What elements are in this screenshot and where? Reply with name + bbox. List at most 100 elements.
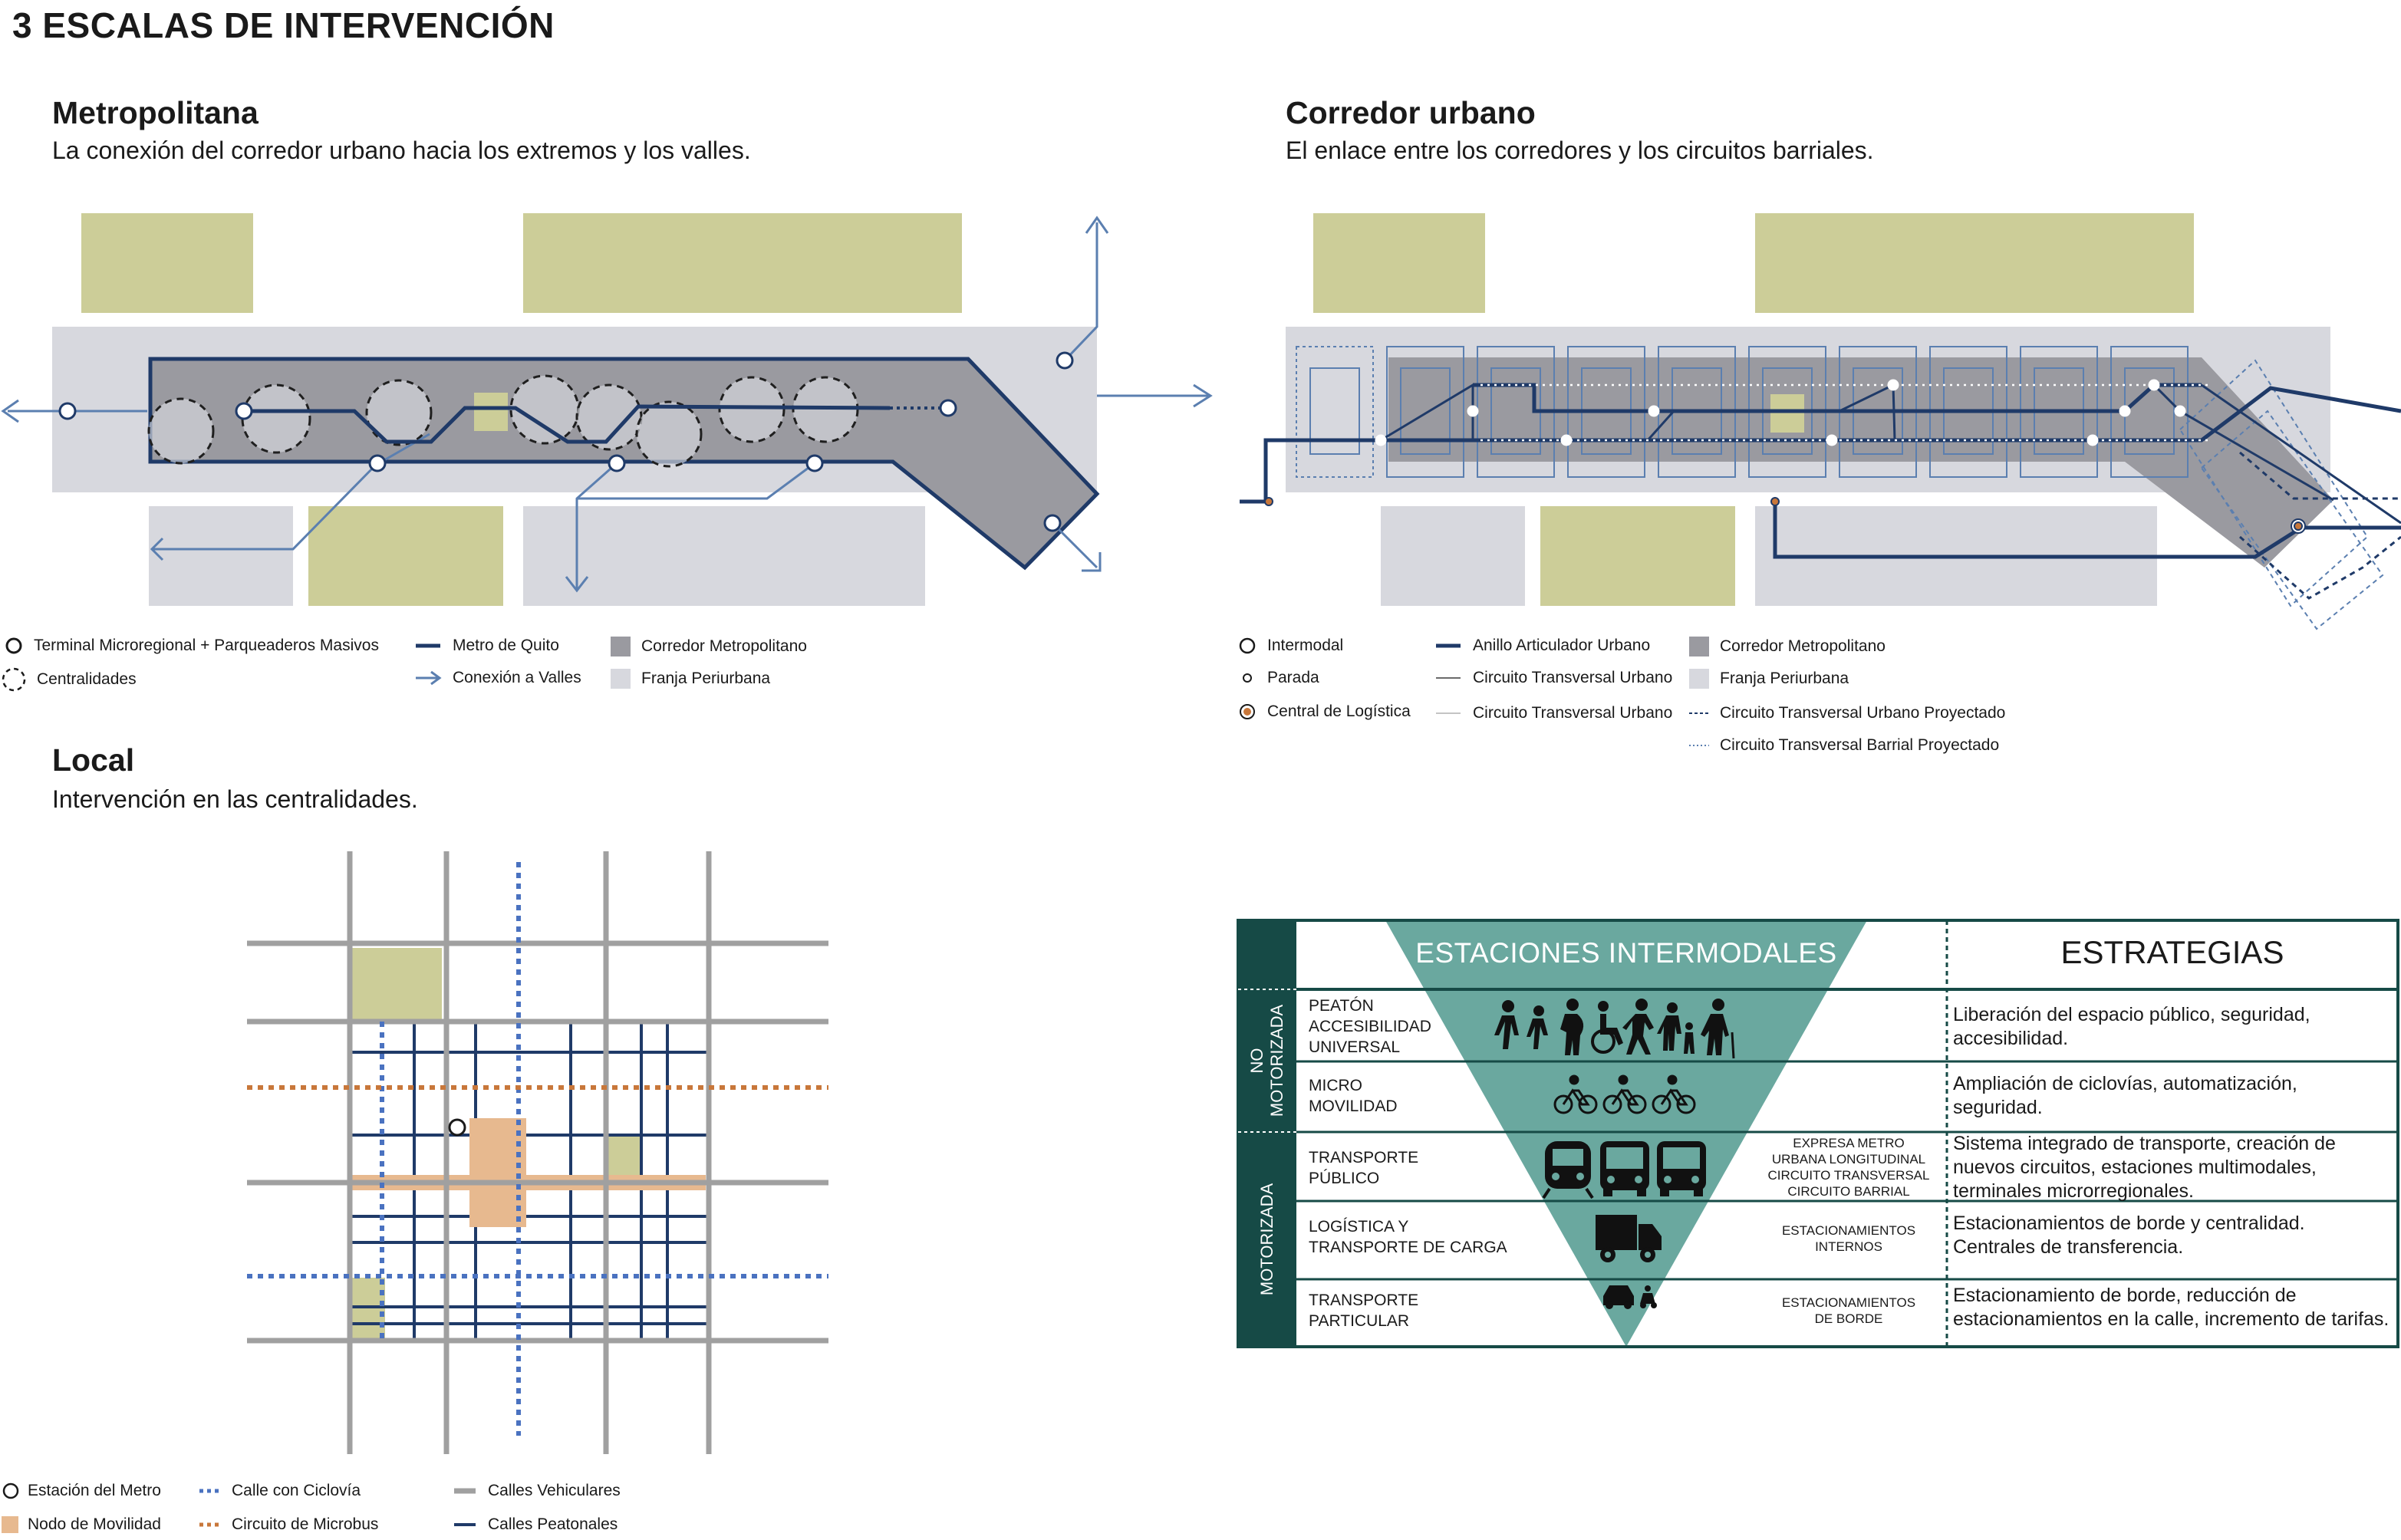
strategy-line: seguridad. — [1953, 1097, 2043, 1118]
legend-label: Corredor Metropolitano — [641, 637, 807, 655]
corredor-diagram — [1240, 213, 2401, 630]
transit-icons — [1542, 1141, 1706, 1199]
green-area — [308, 506, 503, 606]
vehicular-street-icon — [454, 1488, 476, 1494]
car-icons — [1603, 1285, 1657, 1309]
legend-microbus: Circuito de Microbus — [198, 1515, 378, 1534]
bicycle-icon — [1553, 1074, 1598, 1114]
legend-label: Franja Periurbana — [641, 670, 771, 687]
corredor-subtitle: El enlace entre los corredores y los cir… — [1286, 137, 1874, 164]
legend-label: Circuito Transversal Barrial Proyectado — [1720, 736, 2000, 754]
metropolitana-title: Metropolitana — [52, 95, 259, 130]
strategy-line: terminales microrregionales. — [1953, 1180, 2195, 1202]
parent-child-icon — [1657, 1002, 1695, 1054]
row-label-line: TRANSPORTE — [1309, 1292, 1419, 1309]
legend-label: Calle con Ciclovía — [232, 1482, 361, 1499]
pedestrian-street-icon — [454, 1523, 476, 1526]
table-header-center: ESTACIONES INTERMODALES — [1415, 937, 1837, 969]
strategy-line: Estacionamiento de borde, reducción de — [1953, 1285, 2297, 1306]
group-motorizada: MOTORIZADA — [1238, 1132, 1296, 1347]
mid-line: ESTACIONAMIENTOS — [1781, 1295, 1916, 1310]
row-label-micro: MICRO MOVILIDAD — [1309, 1075, 1398, 1117]
projected-barrial-circuits — [1296, 346, 1374, 478]
motorcycle-icon — [1640, 1285, 1657, 1308]
pedestrian-icons — [1494, 999, 1735, 1059]
legend-valles: Conexión a Valles — [414, 669, 581, 687]
legend-label: Circuito Transversal Urbano Proyectado — [1720, 704, 2006, 722]
metro-station — [448, 1118, 466, 1137]
legend-label: Estación del Metro — [28, 1482, 161, 1499]
strategy-line: Ampliación de ciclovías, automatización, — [1953, 1073, 2297, 1094]
centrality-symbol-icon — [2, 667, 26, 692]
swatch-icon — [611, 637, 631, 656]
centralities — [147, 374, 859, 468]
group-no-motorizada: NO MOTORIZADA — [1238, 989, 1296, 1132]
legend-label: Anillo Articulador Urbano — [1473, 637, 1651, 654]
legend-label: Terminal Microregional + Parqueaderos Ma… — [34, 637, 379, 654]
circuit-line-icon — [1436, 712, 1461, 714]
logistics-centers — [1264, 497, 2306, 534]
strategy-carga: Estacionamientos de borde y centralidad.… — [1953, 1212, 2305, 1259]
green-area — [1313, 213, 1485, 313]
row-label-line: TRANSPORTE DE CARGA — [1309, 1239, 1507, 1256]
green-area — [1770, 394, 1804, 433]
bicycle-icons — [1553, 1074, 1696, 1114]
legend-centralidades: Centralidades — [2, 667, 137, 692]
page-title: 3 ESCALAS DE INTERVENCIÓN — [12, 5, 555, 45]
row-label-line: PARTICULAR — [1309, 1312, 1410, 1330]
walking-child-icon — [1527, 1005, 1548, 1049]
valley-connections — [8, 222, 1208, 591]
car-icon — [1603, 1285, 1634, 1309]
legend-label: Centralidades — [37, 670, 137, 688]
swatch-icon — [1689, 669, 1709, 689]
row-label-line: MICRO — [1309, 1077, 1362, 1094]
legend-barrial-proyectado: Circuito Transversal Barrial Proyectado — [1689, 736, 1999, 755]
green-area — [474, 393, 508, 431]
legend-anillo: Anillo Articulador Urbano — [1434, 637, 1650, 655]
legend-label: Parada — [1267, 669, 1319, 686]
green-area — [1540, 506, 1735, 606]
legend-franja-periurbana: Franja Periurbana — [1689, 669, 1849, 689]
strategy-publico: Sistema integrado de transporte, creació… — [1953, 1132, 2336, 1203]
bus-icon — [1600, 1141, 1649, 1196]
bicycle-icon — [1602, 1074, 1647, 1114]
metropolitana-subtitle: La conexión del corredor urbano hacia lo… — [52, 137, 751, 164]
legend-label: Central de Logística — [1267, 703, 1411, 720]
mid-line: DE BORDE — [1814, 1311, 1883, 1326]
legend-label: Franja Periurbana — [1720, 670, 1849, 687]
group-label: MOTORIZADA — [1267, 1004, 1286, 1117]
mid-line: EXPRESA METRO — [1793, 1136, 1905, 1150]
strategy-line: nuevos circuitos, estaciones multimodale… — [1953, 1157, 2317, 1178]
wheelchair-icon — [1591, 1001, 1623, 1054]
legend-label: Circuito Transversal Urbano — [1473, 669, 1673, 686]
strategy-line: accesibilidad. — [1953, 1028, 2069, 1049]
green-area — [608, 1135, 641, 1181]
legend-label: Nodo de Movilidad — [28, 1515, 161, 1533]
local-subtitle: Intervención en las centralidades. — [52, 785, 418, 813]
bike-street-icon — [199, 1489, 219, 1493]
metropolitana-diagram — [1, 213, 1213, 606]
periurban-block — [523, 506, 925, 606]
microbus-line-icon — [199, 1522, 219, 1527]
legend-label: Circuito de Microbus — [232, 1515, 379, 1533]
strategy-particular: Estacionamiento de borde, reducción de e… — [1953, 1284, 2389, 1331]
row-label-publico: TRANSPORTE PÚBLICO — [1309, 1147, 1418, 1189]
legend-corredor-metropolitano: Corredor Metropolitano — [1689, 637, 1886, 656]
row-label-line: UNIVERSAL — [1309, 1038, 1401, 1056]
mid-line: CIRCUITO BARRIAL — [1787, 1184, 1910, 1199]
group-label: MOTORIZADA — [1257, 1183, 1276, 1296]
legend-circuito-2: Circuito Transversal Urbano — [1434, 704, 1672, 722]
corredor-title: Corredor urbano — [1286, 95, 1536, 130]
periurban-block — [149, 506, 293, 606]
circuit-line-icon — [1436, 677, 1461, 679]
local-title: Local — [52, 742, 135, 778]
legend-label: Corredor Metropolitano — [1720, 637, 1886, 655]
metro-line-icon — [416, 643, 440, 648]
legend-label: Circuito Transversal Urbano — [1473, 704, 1673, 722]
local-diagram — [247, 851, 828, 1454]
legend-label: Intermodal — [1267, 637, 1344, 654]
table-header-right: ESTRATEGIAS — [2060, 934, 2284, 970]
swatch-icon — [2, 1516, 18, 1533]
elderly-person-icon — [1701, 999, 1735, 1059]
terminal-symbol-icon — [5, 637, 22, 654]
